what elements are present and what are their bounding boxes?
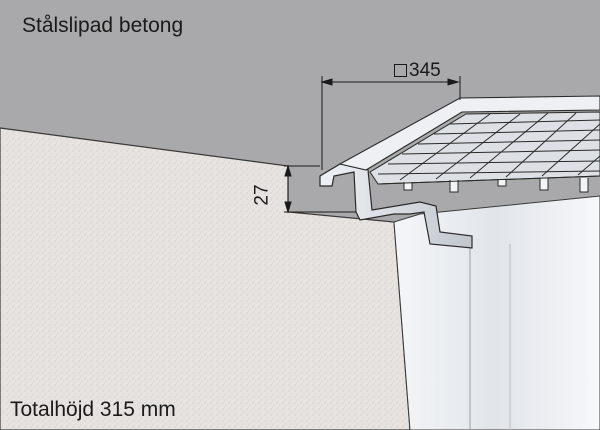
grating bbox=[369, 111, 600, 193]
channel-body bbox=[393, 195, 600, 430]
width-dimension-label: 345 bbox=[394, 60, 441, 82]
width-dimension-value: 345 bbox=[409, 60, 441, 81]
frame-height-dimension-label: 27 bbox=[251, 184, 273, 206]
surface-material-label: Stålslipad betong bbox=[22, 14, 184, 37]
square-outline-icon bbox=[394, 64, 407, 77]
height-dimension-lines bbox=[284, 164, 356, 214]
steel-frame-profile bbox=[319, 159, 473, 249]
total-height-label: Totalhöjd 315 mm bbox=[10, 398, 176, 421]
width-dimension-lines bbox=[320, 76, 461, 170]
